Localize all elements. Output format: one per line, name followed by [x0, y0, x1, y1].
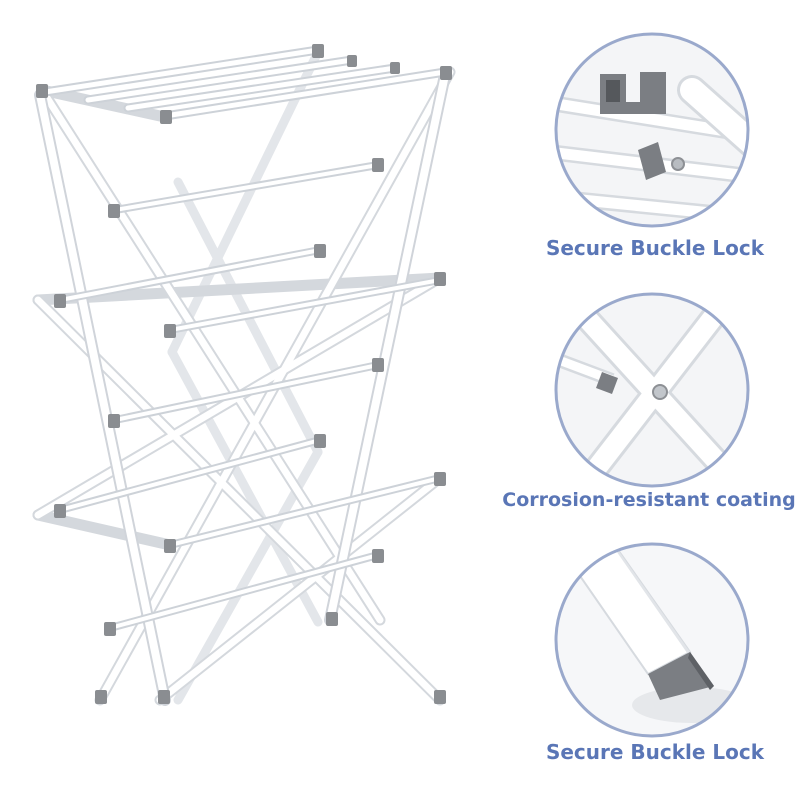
detail-foot-cap: Secure Buckle Lock — [510, 540, 800, 780]
x-joint-closeup-icon — [554, 292, 750, 488]
caption-corrosion-resistant-coating: Corrosion-resistant coating — [502, 489, 796, 511]
caption-secure-buckle-lock: Secure Buckle Lock — [545, 236, 765, 260]
detail-corrosion-coating: Corrosion-resistant coating — [502, 290, 800, 530]
foot-cap-closeup-icon — [554, 542, 750, 738]
drying-rack-image — [32, 44, 456, 706]
buckle-lock-closeup-icon — [554, 32, 750, 228]
caption-secure-buckle-lock-2: Secure Buckle Lock — [545, 740, 765, 764]
detail-buckle-lock: Secure Buckle Lock — [510, 30, 800, 270]
